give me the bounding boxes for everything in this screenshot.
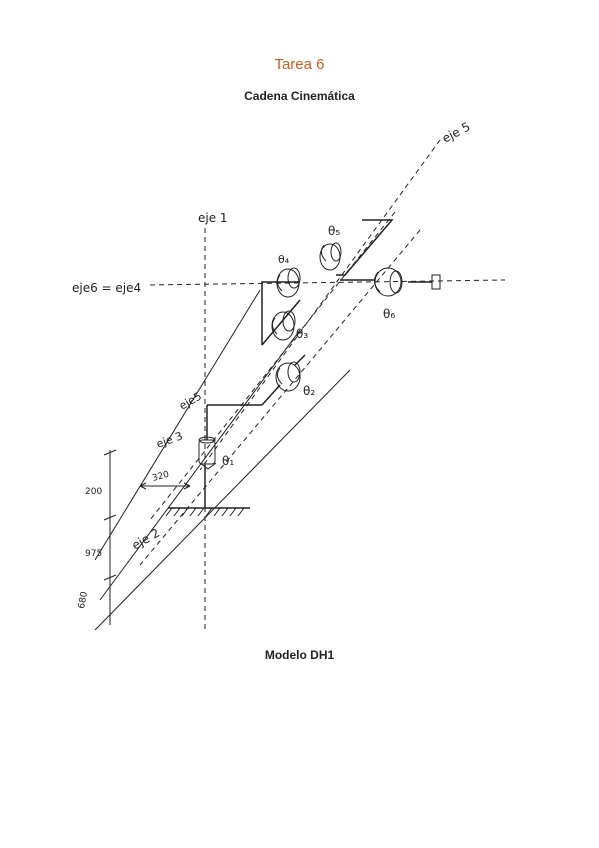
label-eje-6-4: eje6 = eje4: [72, 281, 141, 295]
label-theta-4: θ₄: [278, 253, 290, 266]
axis-eje-3-upper: [149, 211, 396, 521]
heading-cadena-cinematica: Cadena Cinemática: [244, 89, 355, 103]
guide-line-3: [94, 369, 351, 631]
label-dim-200: 200: [85, 487, 102, 497]
label-eje-3: eje 3: [155, 429, 185, 450]
label-dim-975: 975: [85, 549, 102, 559]
label-theta-2: θ₂: [303, 384, 315, 398]
label-eje-2: eje 2: [130, 526, 163, 553]
label-eje-1: eje 1: [198, 211, 228, 225]
label-theta-5: θ₅: [328, 224, 340, 238]
label-theta-3: θ₃: [296, 327, 308, 341]
axis-eje-6-4: [149, 279, 506, 286]
label-dim-320: 320: [151, 470, 170, 484]
page-title: Tarea 6: [274, 56, 325, 73]
label-theta-1: θ₁: [222, 454, 234, 468]
label-theta-6: θ₆: [383, 307, 395, 321]
label-dim-680: 680: [77, 591, 90, 610]
axis-eje-5: [199, 139, 441, 471]
wrist-plate: [336, 219, 394, 276]
guide-line-1: [94, 289, 261, 561]
label-eje-5-mid: eje5: [177, 390, 204, 413]
label-eje-5-top: eje 5: [440, 119, 473, 145]
end-effector: [431, 274, 441, 290]
joint-2-body: [275, 362, 301, 392]
joint-3-body: [271, 311, 295, 341]
guide-line-2: [99, 329, 301, 601]
heading-modelo-dh1: Modelo DH1: [264, 648, 335, 662]
